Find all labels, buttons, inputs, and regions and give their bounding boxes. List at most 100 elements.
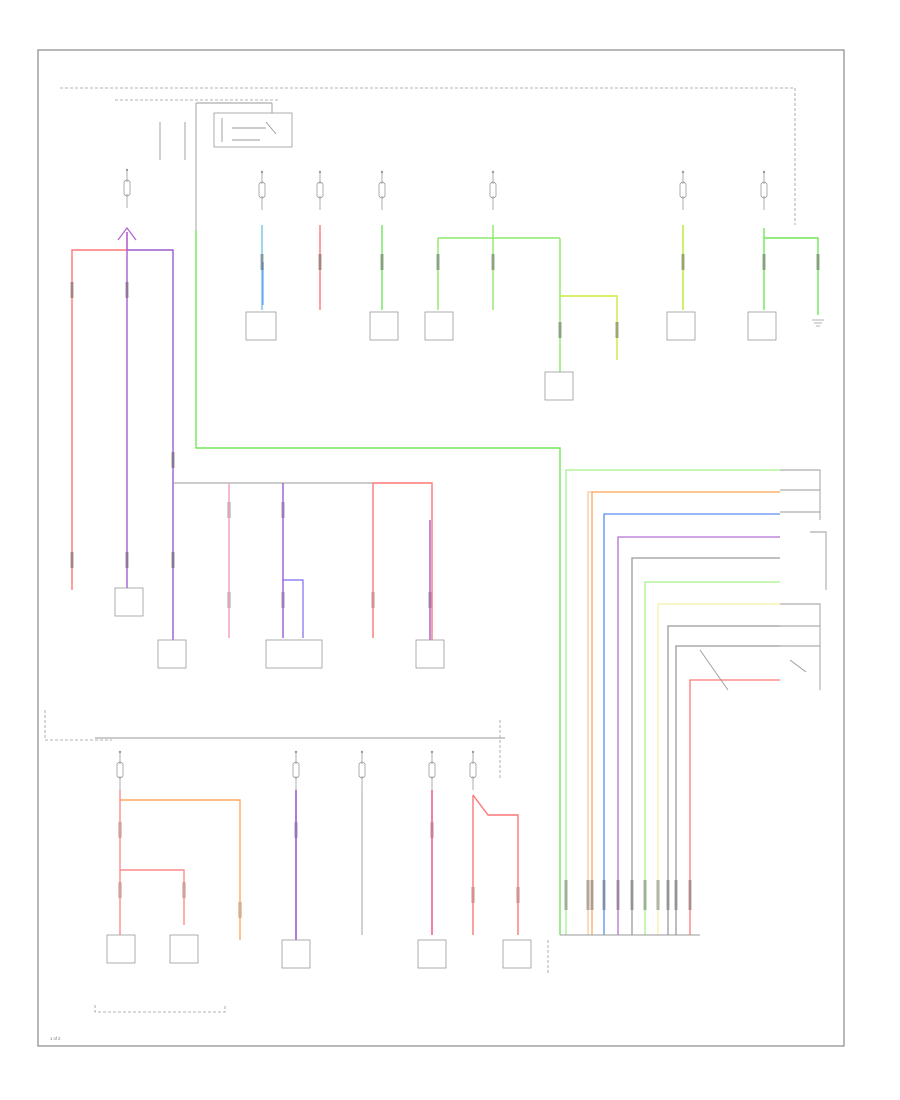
harness-wire-9 <box>667 625 780 935</box>
harness-tick-7 <box>643 880 647 910</box>
gray-diagonal <box>699 649 729 691</box>
fuse-terminal-6 <box>681 170 685 174</box>
fuse-symbol-2 <box>258 172 266 210</box>
component-box-m2 <box>157 639 187 669</box>
component-box-u4 <box>544 371 574 401</box>
connector-tick-14 <box>681 254 685 270</box>
splice-upper-left <box>117 226 137 241</box>
wire-red-lower2 <box>120 869 185 925</box>
right-switch-array <box>780 469 827 690</box>
harness-tick-2 <box>586 880 590 910</box>
component-box-u6 <box>747 311 777 341</box>
connector-tick-7 <box>260 254 264 270</box>
connector-tick-8 <box>318 254 322 270</box>
harness-tick-11 <box>688 880 692 910</box>
harness-wire-1 <box>565 469 780 935</box>
connector-tick-2 <box>70 552 74 568</box>
harness-tick-4 <box>602 880 606 910</box>
harness-tick-6 <box>630 880 634 910</box>
harness-tick-3 <box>590 880 594 910</box>
component-box-u3 <box>424 311 454 341</box>
fuse-symbol-8 <box>116 752 124 790</box>
connector-tick-9 <box>380 254 384 270</box>
fuse-terminal-7 <box>762 170 766 174</box>
wire-green-long <box>195 230 561 935</box>
lower-dash-box <box>44 710 112 741</box>
wire-purple-mid2b <box>283 579 304 638</box>
fuse-symbol-5 <box>489 172 497 210</box>
relay-contacts <box>221 118 277 142</box>
wire-red-upper-left <box>71 232 128 590</box>
wire-yellow-branch <box>560 295 618 360</box>
component-box-u2 <box>369 311 399 341</box>
page-number: 1 of 2 <box>50 1036 61 1041</box>
connector-tick-11 <box>491 254 495 270</box>
fuse-symbol-12 <box>469 752 477 790</box>
fuse-symbol-9 <box>292 752 300 790</box>
connector-tick-4 <box>125 552 129 568</box>
harness-tick-5 <box>616 880 620 910</box>
connector-tick-16 <box>816 254 820 270</box>
connector-tick-12 <box>558 322 562 338</box>
connector-tick-1 <box>70 282 74 298</box>
connector-tick-10 <box>436 254 440 270</box>
relay-box <box>213 112 293 148</box>
component-box-m1 <box>114 587 144 617</box>
component-box-u5 <box>666 311 696 341</box>
component-box-m3 <box>265 639 323 669</box>
fuse-symbol-3 <box>316 172 324 210</box>
harness-wire-10 <box>675 645 780 935</box>
fuse-symbol-10 <box>358 752 366 790</box>
harness-tick-9 <box>666 880 670 910</box>
mid-feed-left <box>159 122 186 160</box>
harness-wire-7 <box>644 581 780 935</box>
component-box-l5 <box>502 939 532 969</box>
fuse-terminal-11 <box>430 750 434 754</box>
harness-wire-3 <box>591 491 780 935</box>
component-box-u1 <box>245 311 277 341</box>
connector-tick-13 <box>615 322 619 338</box>
fuse-terminal-3 <box>318 170 322 174</box>
component-box-l1 <box>106 934 136 964</box>
fuse-terminal-1 <box>125 168 129 172</box>
connector-tick-5 <box>171 452 175 468</box>
fuse-terminal-2 <box>260 170 264 174</box>
bracket-lower-left <box>94 1005 226 1013</box>
fuse-terminal-5 <box>491 170 495 174</box>
fuse-symbol-7 <box>760 172 768 210</box>
connector-tick-6 <box>171 552 175 568</box>
harness-wire-5 <box>617 536 780 935</box>
ground-symbol-u7 <box>812 319 824 327</box>
connector-tick-15 <box>762 254 766 270</box>
fuse-terminal-8 <box>118 750 122 754</box>
harness-tick-8 <box>656 880 660 910</box>
fuse-terminal-4 <box>380 170 384 174</box>
diagram-frame <box>37 49 845 1047</box>
wire-green-tree <box>437 225 561 372</box>
fuse-terminal-10 <box>360 750 364 754</box>
wire-orange-lower <box>120 799 241 940</box>
harness-wire-6 <box>631 557 780 935</box>
top-dashed-bus <box>60 87 796 225</box>
harness-tick-1 <box>564 880 568 910</box>
fuse-symbol-1 <box>123 170 131 208</box>
fuse-terminal-9 <box>294 750 298 754</box>
harness-tick-10 <box>674 880 678 910</box>
harness-wire-11 <box>689 679 780 935</box>
harness-wire-4 <box>603 513 780 935</box>
wire-green-right <box>763 228 819 315</box>
component-box-l3 <box>281 939 311 969</box>
component-box-l2 <box>169 934 199 964</box>
fuse-symbol-6 <box>679 172 687 210</box>
connector-tick-3 <box>125 282 129 298</box>
relay-feed <box>195 102 273 113</box>
wire-purple-upper-left <box>127 249 174 640</box>
fuse-symbol-11 <box>428 752 436 790</box>
wire-red-lower3 <box>472 794 519 935</box>
wire-red-mid4 <box>373 482 433 640</box>
fuse-symbol-4 <box>378 172 386 210</box>
harness-wire-8 <box>657 603 780 935</box>
fuse-terminal-12 <box>471 750 475 754</box>
component-box-l4 <box>417 939 447 969</box>
